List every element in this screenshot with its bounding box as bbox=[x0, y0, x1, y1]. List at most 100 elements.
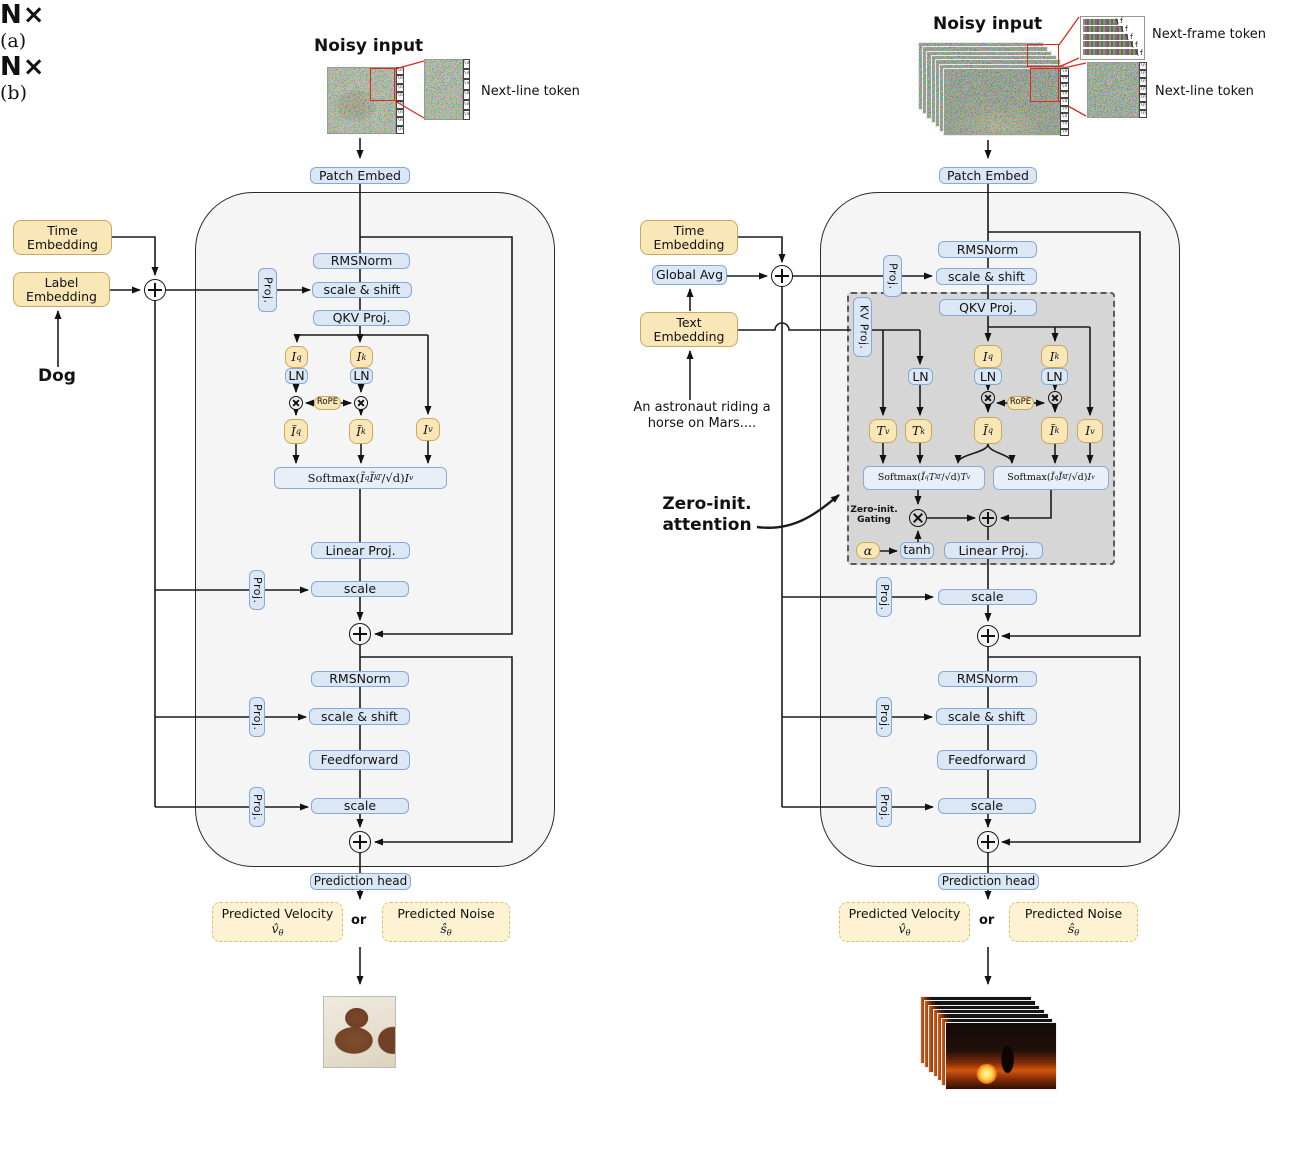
predicted-noise-title: Predicted Noise bbox=[1024, 905, 1123, 921]
noisy-input-title-b: Noisy input bbox=[933, 14, 1043, 34]
sum-node-icon bbox=[144, 279, 166, 301]
line-zoom-region-b bbox=[1030, 68, 1059, 102]
next-line-zoom-patch-b: \n\n\n\n\n\n\n bbox=[1087, 62, 1147, 118]
next-line-token-column-zoom-a: \n\n\n\n\n\n bbox=[463, 59, 470, 121]
predicted-velocity-title: Predicted Velocity bbox=[221, 905, 334, 921]
ln-k-b: LN bbox=[1041, 368, 1068, 385]
next-frame-token-glyph: \f bbox=[1120, 25, 1129, 33]
repeat-count-a: N× bbox=[0, 0, 46, 30]
text-embedding-b: Text Embedding bbox=[640, 312, 738, 347]
or-label-b: or bbox=[979, 913, 995, 928]
rope-a: RoPE bbox=[314, 396, 341, 410]
predicted-noise-a: Predicted Noise ŝθ bbox=[382, 902, 510, 942]
proj-box-a4: Proj. bbox=[249, 787, 265, 827]
next-frame-token-glyph: \f bbox=[1115, 17, 1124, 25]
predicted-velocity-a: Predicted Velocity v̂θ bbox=[212, 902, 343, 942]
time-embedding-a: Time Embedding bbox=[13, 220, 112, 255]
prediction-head-a: Prediction head bbox=[310, 873, 411, 890]
noisy-image-a: \n\n\n\n\n\n\n\n bbox=[327, 67, 404, 134]
ln-k-a: LN bbox=[350, 368, 373, 384]
predicted-noise-b: Predicted Noise ŝθ bbox=[1009, 902, 1138, 942]
rmsnorm1-a: RMSNorm bbox=[313, 253, 410, 269]
next-line-token-column-a: \n\n\n\n\n\n\n\n bbox=[396, 67, 404, 134]
proj-box-a2: Proj. bbox=[249, 570, 265, 610]
feedforward-b: Feedforward bbox=[937, 750, 1037, 770]
next-frame-token-glyph: \f bbox=[1135, 49, 1144, 57]
rope-b: RoPE bbox=[1007, 396, 1034, 410]
sum-node-icon bbox=[771, 265, 793, 287]
sum-node-icon bbox=[349, 623, 371, 645]
prediction-head-b: Prediction head bbox=[938, 873, 1039, 890]
time-embedding-b: Time Embedding bbox=[640, 220, 738, 255]
sum-node-icon bbox=[349, 831, 371, 853]
next-frame-token-label: Next-frame token bbox=[1152, 27, 1267, 42]
scale1-b: scale bbox=[938, 589, 1037, 605]
predicted-noise-symbol: ŝθ bbox=[440, 920, 452, 938]
scale-shift2-a: scale & shift bbox=[309, 708, 410, 725]
ln-tk-b: LN bbox=[908, 368, 933, 385]
tanh-b: tanh bbox=[900, 542, 934, 559]
kv-proj-b: KV Proj. bbox=[853, 297, 872, 357]
generated-video-stack bbox=[920, 996, 1060, 1090]
predicted-velocity-b: Predicted Velocity v̂θ bbox=[839, 902, 970, 942]
next-line-token-label-a: Next-line token bbox=[481, 84, 580, 99]
feedforward-a: Feedforward bbox=[309, 750, 410, 770]
repeat-count-b: N× bbox=[0, 52, 46, 82]
proj-box-b4: Proj. bbox=[876, 787, 892, 827]
proj-box-b1: Proj. bbox=[883, 255, 902, 297]
proj-box-a1: Proj. bbox=[258, 268, 277, 312]
scale1-a: scale bbox=[311, 581, 409, 597]
rmsnorm1-b: RMSNorm bbox=[938, 241, 1037, 258]
rmsnorm2-a: RMSNorm bbox=[311, 671, 409, 687]
zoom-region-a bbox=[370, 68, 395, 101]
noisy-video-stack bbox=[918, 42, 1070, 137]
linear-proj-a: Linear Proj. bbox=[311, 542, 410, 559]
caption-b: (b) bbox=[0, 82, 27, 104]
sum-node-icon bbox=[977, 831, 999, 853]
qkv-proj-b: QKV Proj. bbox=[939, 299, 1037, 316]
or-label-a: or bbox=[351, 913, 367, 928]
proj-box-b2: Proj. bbox=[876, 577, 892, 617]
label-embedding-a: Label Embedding bbox=[13, 272, 110, 307]
sum-node-icon bbox=[977, 625, 999, 647]
global-avg-b: Global Avg bbox=[652, 265, 727, 285]
next-line-token-label-b: Next-line token bbox=[1155, 84, 1254, 99]
scale-shift1-a: scale & shift bbox=[312, 282, 412, 298]
patch-embed-b: Patch Embed bbox=[939, 167, 1037, 184]
rmsnorm2-b: RMSNorm bbox=[938, 671, 1037, 687]
next-line-token-column-zoom-b: \n\n\n\n\n\n\n bbox=[1139, 62, 1147, 118]
next-frame-token-glyph: \f bbox=[1130, 41, 1139, 49]
video-frame bbox=[945, 1021, 1058, 1090]
panel-a-wires bbox=[54, 138, 513, 985]
generated-dog-image bbox=[323, 996, 396, 1068]
ln-q-b: LN bbox=[974, 368, 1002, 385]
scale-shift1-b: scale & shift bbox=[936, 268, 1037, 285]
alpha-gate-b: α bbox=[856, 542, 880, 559]
predicted-velocity-title: Predicted Velocity bbox=[848, 905, 961, 921]
proj-box-a3: Proj. bbox=[249, 697, 265, 737]
next-line-token-column-b: \n\n\n\n\n\n\n\n\n bbox=[1060, 68, 1069, 137]
predicted-velocity-symbol: v̂θ bbox=[271, 920, 284, 938]
scale-shift2-b: scale & shift bbox=[936, 708, 1037, 725]
noisy-input-title-a: Noisy input bbox=[314, 36, 424, 56]
sum-node-icon bbox=[979, 509, 997, 527]
predicted-velocity-symbol: v̂θ bbox=[898, 920, 911, 938]
predicted-noise-title: Predicted Noise bbox=[397, 905, 495, 921]
panel-b-wires bbox=[686, 140, 1141, 985]
linear-proj-b: Linear Proj. bbox=[944, 542, 1043, 559]
proj-box-b3: Proj. bbox=[876, 697, 892, 737]
